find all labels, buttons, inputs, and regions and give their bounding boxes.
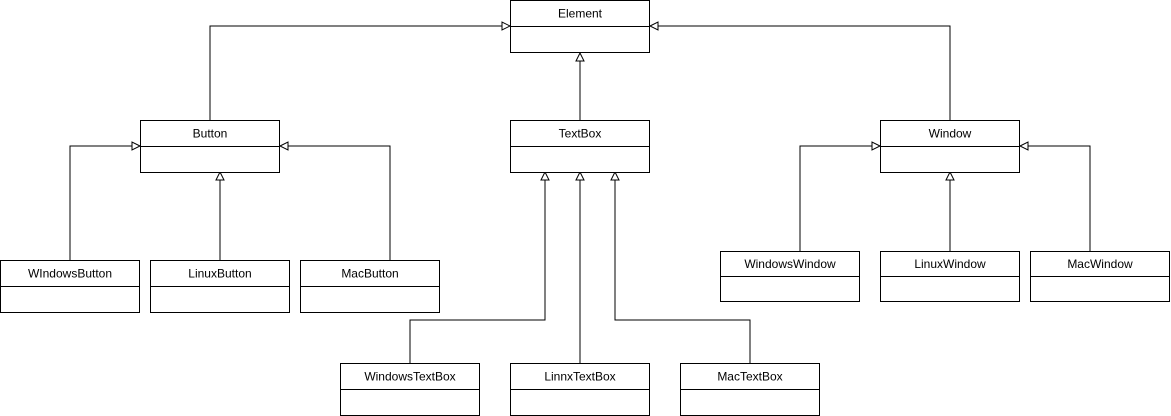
- class-windows-button: WIndowsButton: [0, 260, 140, 313]
- inheritance-edge-button-element: [209, 21, 512, 120]
- class-name: TextBox: [559, 127, 602, 141]
- class-name: LinuxWindow: [914, 257, 986, 271]
- class-element: Element: [510, 0, 650, 53]
- class-textbox: TextBox: [510, 120, 650, 173]
- inheritance-arrowhead: [648, 21, 659, 31]
- class-linux-button: LinuxButton: [150, 260, 290, 313]
- inheritance-arrowhead: [575, 51, 585, 62]
- class-windows-textbox: WindowsTextBox: [340, 363, 480, 416]
- class-name: WindowsTextBox: [364, 370, 455, 384]
- inheritance-arrowhead: [540, 170, 550, 181]
- inheritance-edge-windows-window-window: [799, 141, 882, 251]
- class-mac-button: MacButton: [300, 260, 440, 313]
- inheritance-arrowhead: [1018, 141, 1029, 151]
- class-linux-window: LinuxWindow: [880, 251, 1020, 302]
- class-name: Window: [929, 127, 972, 141]
- inheritance-edge-linux-window-window: [945, 170, 955, 251]
- class-name: WindowsWindow: [744, 257, 836, 271]
- class-name: LinuxButton: [188, 267, 251, 281]
- inheritance-edge-mac-textbox-textbox: [610, 170, 751, 363]
- inheritance-arrowhead: [501, 21, 512, 31]
- class-name: MacTextBox: [717, 370, 782, 384]
- inheritance-edge-linux-textbox-textbox: [575, 170, 585, 363]
- inheritance-arrowhead: [945, 170, 955, 181]
- class-linux-textbox: LinnxTextBox: [510, 363, 650, 416]
- class-button: Button: [140, 120, 280, 173]
- inheritance-arrowhead: [871, 141, 882, 151]
- inheritance-edge-windows-button-button: [69, 141, 142, 260]
- class-name: Button: [193, 127, 228, 141]
- class-mac-window: MacWindow: [1030, 251, 1170, 302]
- class-name: Element: [558, 7, 603, 21]
- class-name: MacButton: [341, 267, 398, 281]
- inheritance-edge-windows-textbox-textbox: [409, 170, 550, 363]
- class-name: MacWindow: [1067, 257, 1133, 271]
- class-windows-window: WindowsWindow: [720, 251, 860, 302]
- inheritance-arrowhead: [575, 170, 585, 181]
- inheritance-edge-linux-button-button: [215, 170, 225, 260]
- class-name: WIndowsButton: [28, 267, 112, 281]
- inheritance-arrowhead: [278, 141, 289, 151]
- inheritance-edge-window-element: [648, 21, 951, 120]
- inheritance-arrowhead: [215, 170, 225, 181]
- inheritance-edge-textbox-element: [575, 51, 585, 120]
- inheritance-arrowhead: [131, 141, 142, 151]
- class-mac-textbox: MacTextBox: [680, 363, 820, 416]
- inheritance-arrowhead: [610, 170, 620, 181]
- inheritance-edge-mac-window-window: [1018, 141, 1091, 251]
- class-name: LinnxTextBox: [544, 370, 615, 384]
- class-window: Window: [880, 120, 1020, 173]
- inheritance-edge-mac-button-button: [278, 141, 391, 260]
